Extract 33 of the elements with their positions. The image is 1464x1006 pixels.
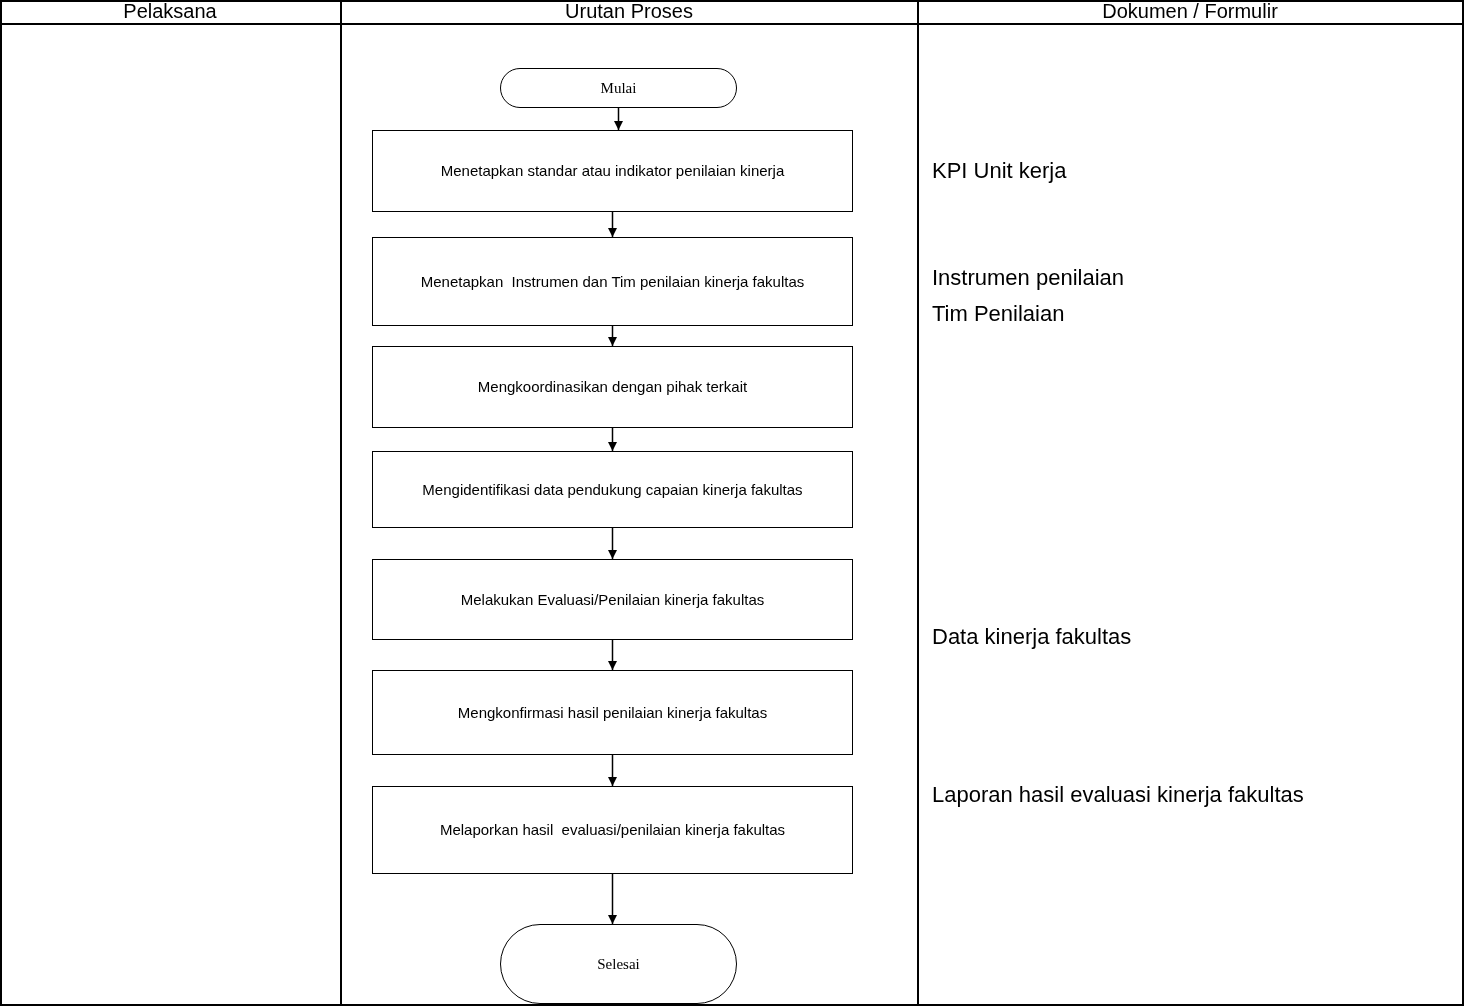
process-box [372,130,853,212]
process-step-text: Menetapkan standar atau indikator penilaian kinerja [439,161,786,181]
document-label: Data kinerja fakultas [932,624,1132,650]
column-header: Urutan Proses [565,0,693,23]
process-step-text: Melakukan Evaluasi/Penilaian kinerja fakultas [459,589,766,610]
column-header: Pelaksana [123,0,217,23]
process-box [372,670,853,755]
process-box [372,237,853,326]
process-step-text: Mengkoordinasikan dengan pihak terkait [476,377,749,397]
arrow [608,527,617,560]
document-label: Laporan hasil evaluasi kinerja fakultas [932,782,1304,808]
document-label: Instrumen penilaian [932,265,1124,291]
terminator-text: Selesai [596,955,641,974]
document-label: KPI Unit kerja [932,158,1067,184]
arrow [608,639,617,671]
arrow [608,325,617,347]
terminator-shape [500,68,737,108]
arrow [608,211,617,238]
column-header: Dokumen / Formulir [1102,0,1278,23]
process-box [372,346,853,428]
arrow [614,107,623,131]
arrow [608,873,617,925]
process-box [372,559,853,640]
arrow [608,427,617,452]
arrow [608,754,617,787]
process-step-text: Mengkonfirmasi hasil penilaian kinerja fakultas [456,702,769,723]
process-box [372,786,853,874]
process-step-text: Menetapkan Instrumen dan Tim penilaian kinerja fakultas [419,271,806,292]
process-step-text: Mengidentifikasi data pendukung capaian kinerja fakultas [421,479,804,500]
document-label: Tim Penilaian [932,301,1065,327]
process-box [372,451,853,528]
terminator-text: Mulai [599,79,638,98]
process-step-text: Melaporkan hasil evaluasi/penilaian kinerja fakultas [438,820,787,840]
